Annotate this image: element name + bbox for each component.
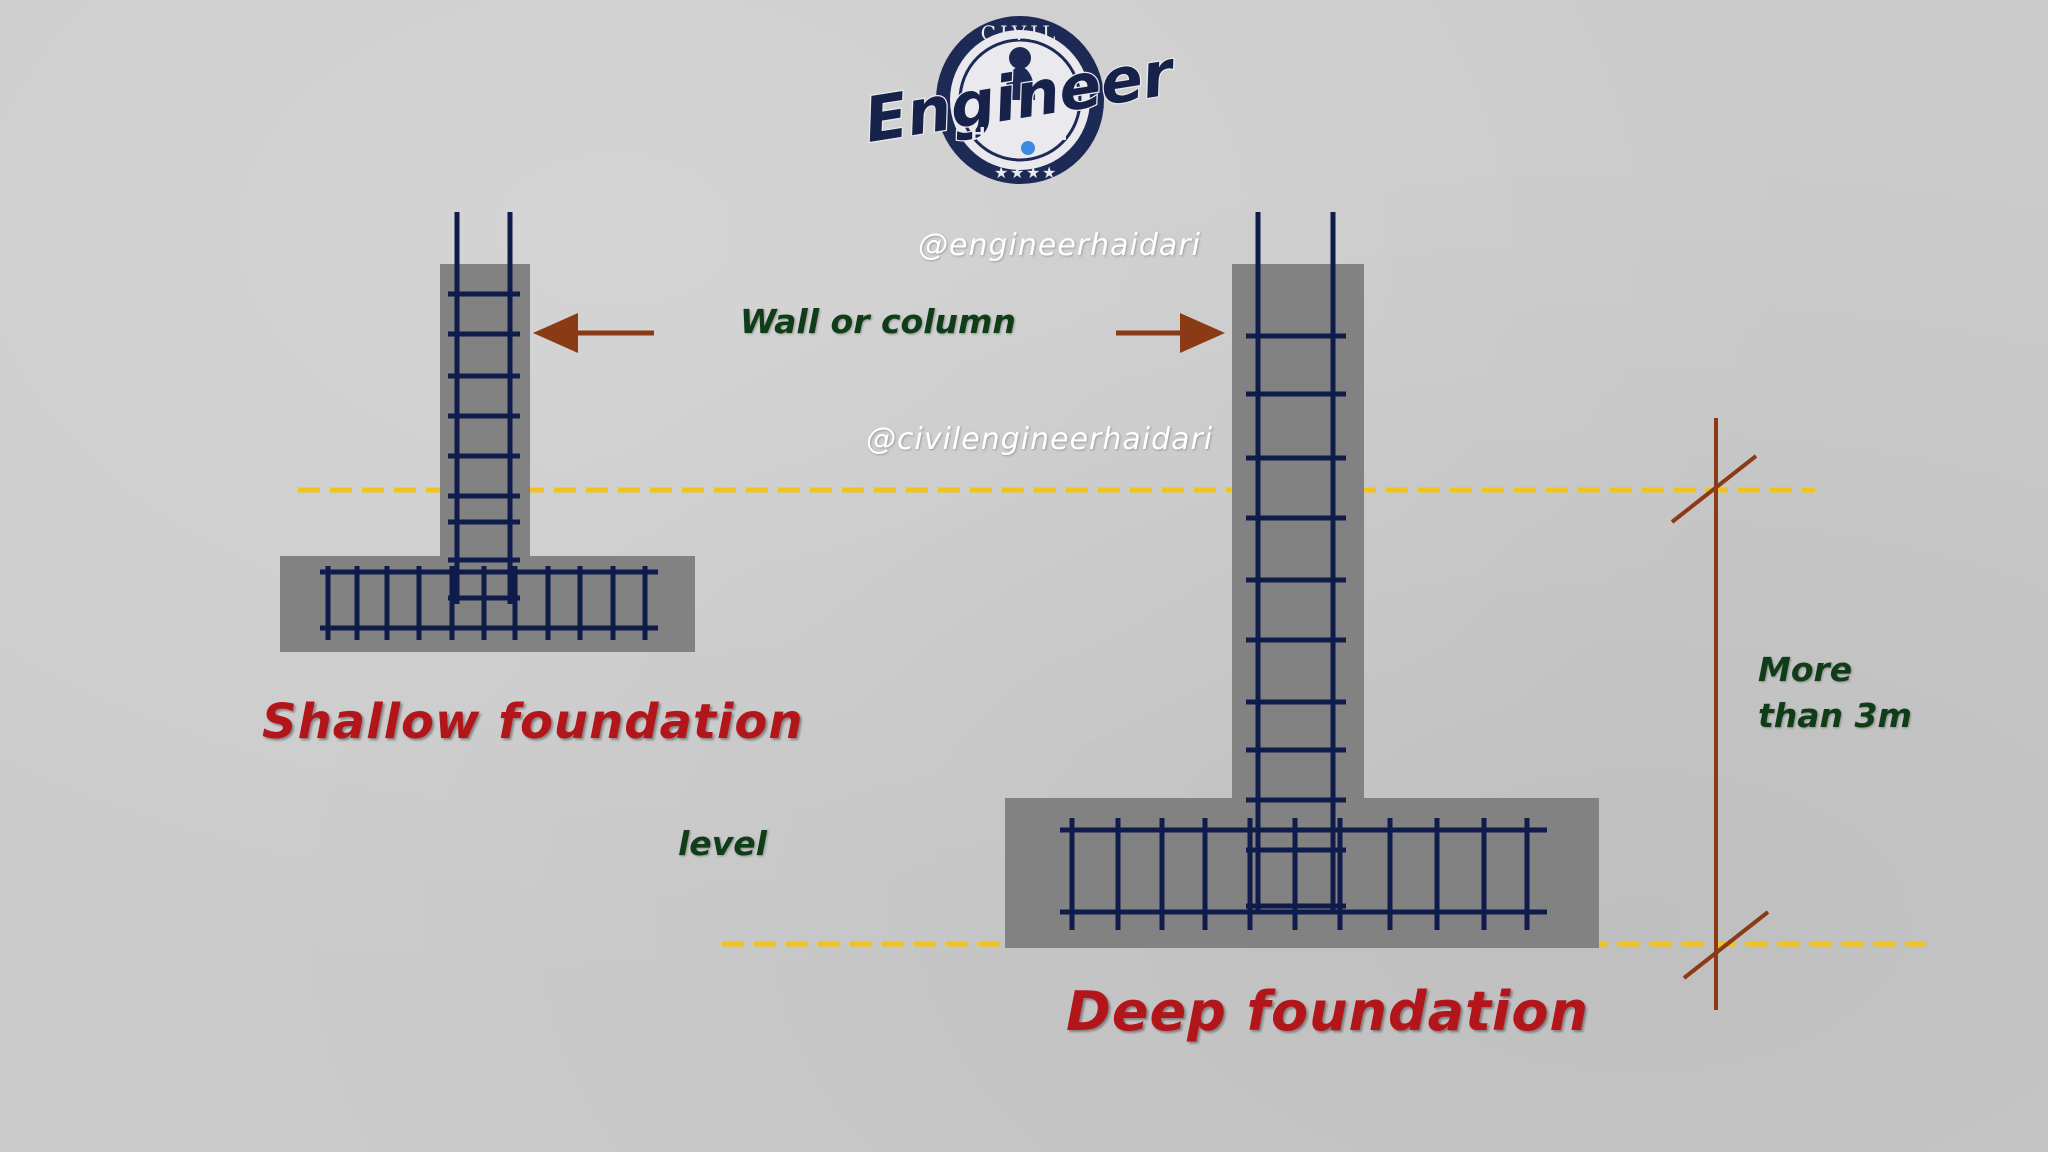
logo-head-icon: [1009, 47, 1031, 69]
svg-text:★: ★: [1010, 163, 1024, 182]
deep-column: [1232, 264, 1364, 804]
deep-foundation-drawing: [1005, 212, 1599, 948]
logo-top-text: CIVIL: [981, 21, 1060, 45]
wall-or-column-label: Wall or column: [740, 302, 1016, 341]
svg-text:★: ★: [994, 163, 1008, 182]
deep-foundation-title: Deep foundation: [1066, 980, 1589, 1043]
brand-logo: CIVIL Engineer HAIDARI ★ ★ ★ ★: [858, 16, 1183, 184]
logo-stars-icon: ★ ★ ★ ★: [994, 163, 1056, 182]
handle-secondary: @civilengineerhaidari: [866, 422, 1214, 457]
depth-label-line2: than 3m: [1758, 696, 1912, 735]
svg-text:★: ★: [1026, 163, 1040, 182]
logo-bottom-text: HAIDARI: [970, 124, 1069, 145]
shallow-rebar-cage: [320, 212, 658, 640]
level-label: level: [678, 824, 767, 863]
depth-label-line1: More: [1758, 650, 1853, 689]
depth-dimension: [1670, 418, 1770, 1010]
logo-inner-ring: [958, 38, 1082, 162]
dimension-tick-bottom: [1682, 910, 1770, 980]
logo-figure-icon: [1005, 66, 1035, 100]
verified-badge-icon: [1021, 141, 1035, 155]
deep-footing: [1005, 798, 1599, 948]
shallow-foundation-title: Shallow foundation: [262, 694, 804, 750]
handle-primary: @engineerhaidari: [918, 228, 1201, 263]
deep-rebar-cage: [1060, 212, 1547, 930]
shallow-foundation-drawing: [280, 212, 695, 652]
svg-text:★: ★: [1042, 163, 1056, 182]
dimension-tick-top: [1670, 454, 1758, 524]
